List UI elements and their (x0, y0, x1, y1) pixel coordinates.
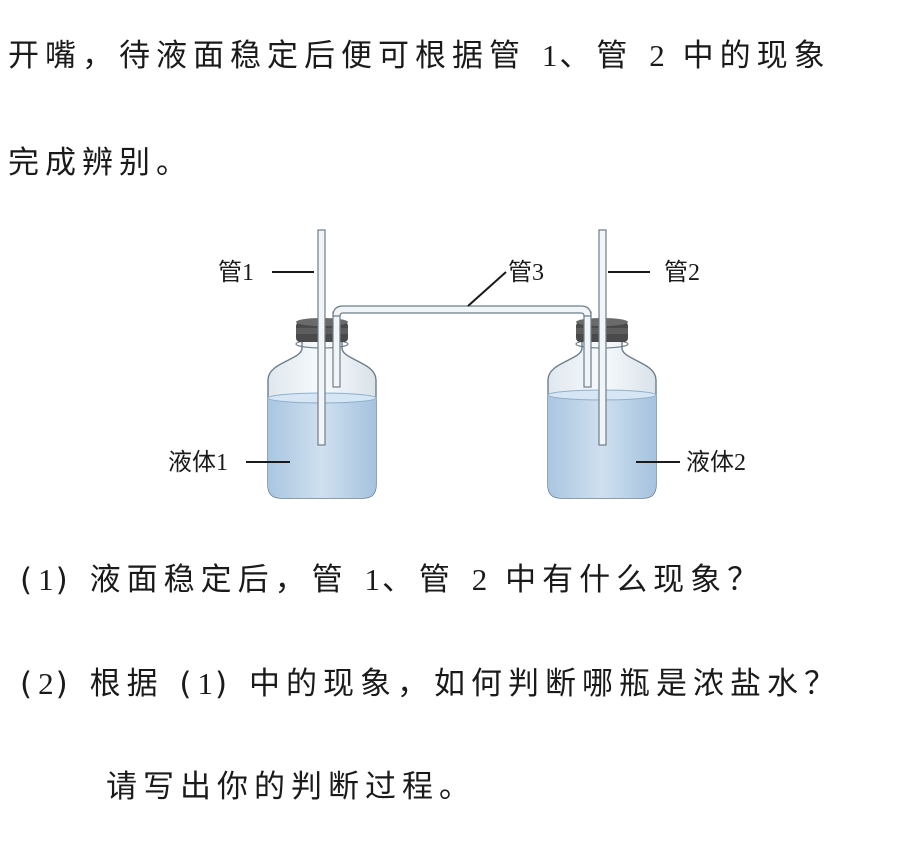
intro-text-b: 、管 (559, 38, 650, 74)
label-tube-1: 管1 (218, 259, 254, 286)
q2-close: ) (55, 666, 74, 702)
q1-text-a: 液面稳定后，管 (73, 562, 365, 598)
q2-text-a: 根据 ( (73, 666, 198, 702)
label-tube-2: 管2 (664, 259, 700, 286)
bottle-right (547, 229, 657, 499)
label-liquid-2: 液体2 (686, 449, 746, 476)
q1-open: ( (20, 562, 39, 598)
question-2-continued: 请写出你的判断过程。 (106, 769, 476, 805)
tube2-number: 2 (649, 38, 667, 73)
q1-text-b: 、管 (381, 562, 472, 598)
bottle-left (267, 229, 377, 499)
q2-text-b: ) 中的现象，如何判断哪瓶是浓盐水？ (215, 666, 841, 702)
q1-text-c: 中有什么现象？ (489, 562, 765, 598)
q2-open: ( (20, 666, 39, 702)
q2-ref-number: 1 (197, 666, 216, 701)
q1-number: 1 (38, 562, 56, 597)
intro-line-1: 开嘴，待液面稳定后便可根据管 1、管 2 中的现象 (8, 36, 831, 76)
q1-tube2: 2 (471, 562, 490, 597)
q1-tube1: 1 (364, 562, 382, 597)
tube1-number: 1 (541, 38, 560, 73)
tube-3 (332, 305, 592, 317)
intro-text-c: 中的现象 (666, 38, 831, 74)
apparatus-figure: 管1 管2 管3 液体1 液体2 (168, 229, 746, 499)
intro-text-a: 开嘴，待液面稳定后便可根据管 (8, 38, 542, 74)
question-1: (1) 液面稳定后，管 1、管 2 中有什么现象？ (20, 560, 764, 600)
tube-2 (598, 229, 607, 446)
label-tube-3: 管3 (508, 259, 544, 286)
liquid-left (268, 398, 376, 498)
q2-number: 2 (38, 666, 56, 701)
question-2: (2) 根据 (1) 中的现象，如何判断哪瓶是浓盐水？ (20, 664, 841, 704)
label-liquid-1: 液体1 (168, 449, 228, 476)
q1-close: ) (55, 562, 74, 598)
intro-line-2: 完成辨别。 (8, 145, 193, 181)
tube-1 (317, 229, 326, 446)
liquid-right (548, 395, 656, 498)
